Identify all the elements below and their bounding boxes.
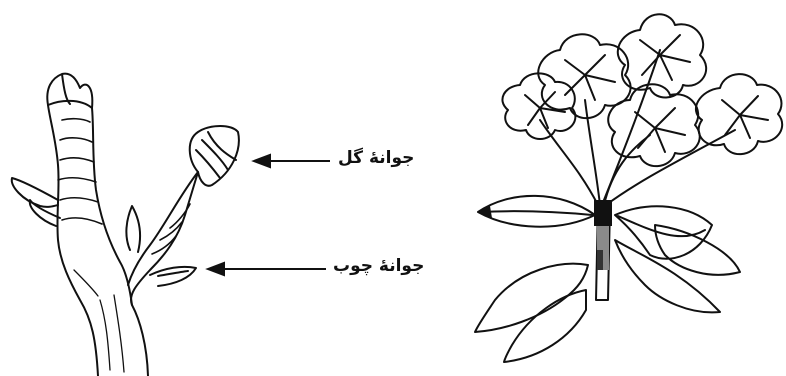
arrow-wood-bud-head [208,263,224,275]
bark-rings [58,119,190,254]
flower-bud-label: جوانهٔ گل [338,148,414,168]
wood-bud-label: جوانهٔ چوب [333,256,424,276]
fork-bud [126,206,140,252]
leaf-bottom [504,290,586,362]
flower-right [696,74,782,154]
left-branch [48,101,132,305]
right-branch [128,172,198,285]
wood-bud [150,267,196,286]
flower-left [502,73,575,139]
twig-illustration [12,74,239,376]
leaf-bottom-right [615,240,720,312]
flower-cluster-illustration [475,14,782,362]
leaf-bottom-left [475,264,588,332]
side-bud-left-lower [30,200,60,226]
arrow-flower-bud-head [254,155,270,167]
side-bud-left-upper [12,178,58,207]
trunk-shading [74,270,124,372]
stem-node-dark [594,200,612,226]
leaf-right-lower [655,225,740,275]
twig-trunk [48,105,198,376]
leaf-left-upper [478,196,595,227]
stem-lower-dark [597,250,603,270]
